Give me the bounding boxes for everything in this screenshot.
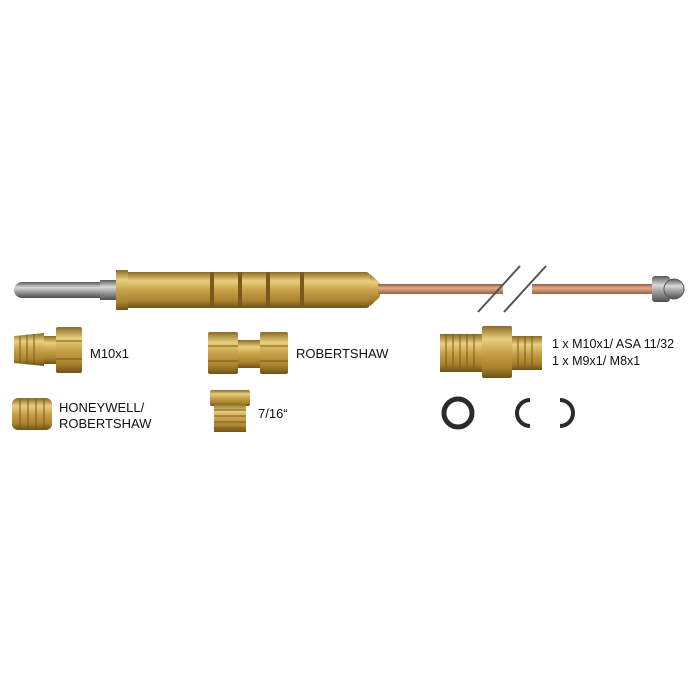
fitting-7-16 [210, 390, 250, 432]
fitting-adapter-kit [440, 326, 542, 378]
steel-tip-band [100, 280, 116, 300]
fitting-robertshaw [208, 332, 288, 374]
label-adapter-kit: 1 x M10x1/ ASA 11/32 1 x M9x1/ M8x1 [552, 336, 674, 370]
label-7-16: 7/16“ [258, 406, 288, 421]
c-clip-right [559, 398, 575, 428]
label-kit-line1: 1 x M10x1/ ASA 11/32 [552, 337, 675, 351]
c-clip-left [515, 398, 531, 428]
break-mark-2 [503, 265, 547, 313]
label-m10x1: M10x1 [90, 346, 130, 361]
brass-groove-3 [266, 272, 270, 308]
label-kit-line2: 1 x M9x1/ M8x1 [552, 354, 641, 368]
brass-groove-4 [300, 272, 304, 308]
label-robertshaw: ROBERTSHAW [296, 346, 389, 361]
split-ring [441, 396, 475, 430]
brass-body [116, 272, 370, 308]
brass-taper [370, 274, 380, 306]
steel-tip [14, 282, 110, 298]
fitting-honeywell [12, 398, 52, 430]
brass-groove-2 [238, 272, 242, 308]
brass-collar [116, 270, 128, 310]
clip-rings [441, 396, 575, 430]
copper-tube-right [532, 284, 654, 294]
label-honeywell-line2: ROBERTSHAW [59, 416, 152, 431]
end-ball [663, 278, 685, 300]
copper-tube-left [378, 284, 503, 294]
brass-groove-1 [210, 272, 214, 308]
end-nut [652, 276, 670, 302]
thermocouple-probe [14, 265, 685, 313]
fitting-m10x1 [14, 327, 82, 373]
label-honeywell-line1: HONEYWELL/ [59, 400, 145, 415]
break-mark-1 [477, 265, 521, 313]
label-honeywell-robertshaw: HONEYWELL/ ROBERTSHAW [59, 400, 151, 432]
